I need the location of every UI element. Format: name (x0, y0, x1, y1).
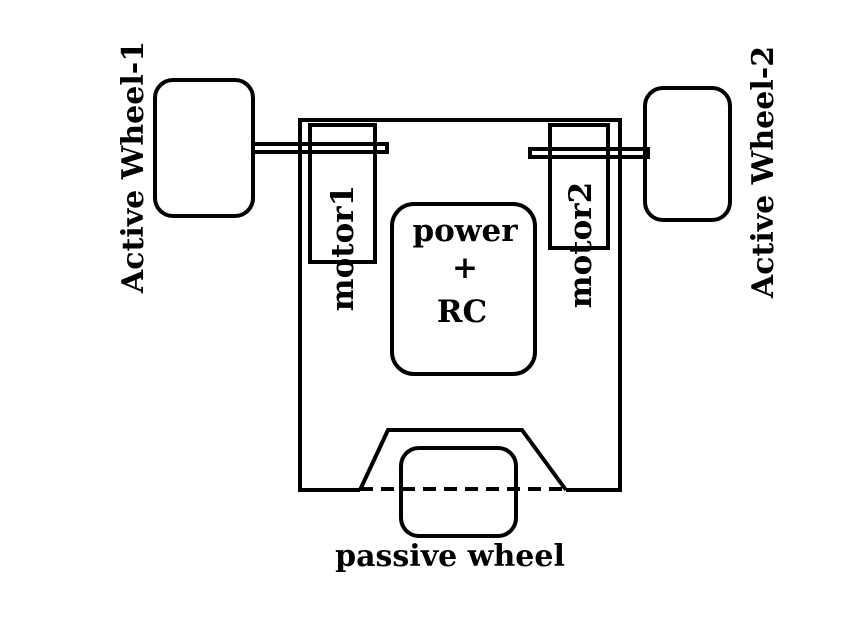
power-rc-box (390, 202, 537, 376)
active-wheel-left-label: Active Wheel-1 (116, 41, 151, 294)
chassis-outline (298, 118, 622, 492)
motor-right-label: motor2 (563, 182, 599, 308)
caster-mount (358, 428, 568, 492)
plus-label: + (452, 250, 478, 286)
motor-left-label: motor1 (325, 185, 361, 311)
shaft-left (251, 142, 389, 154)
power-label: power (412, 213, 518, 249)
passive-wheel-label: passive wheel (335, 539, 565, 574)
active-wheel-left (153, 78, 255, 218)
passive-wheel (399, 446, 518, 538)
rc-label: RC (437, 294, 487, 330)
motor-left-housing (308, 123, 377, 264)
active-wheel-right-label: Active Wheel-2 (746, 46, 781, 299)
motor-right-housing (548, 123, 610, 250)
shaft-right (528, 147, 650, 159)
active-wheel-right (643, 86, 732, 222)
